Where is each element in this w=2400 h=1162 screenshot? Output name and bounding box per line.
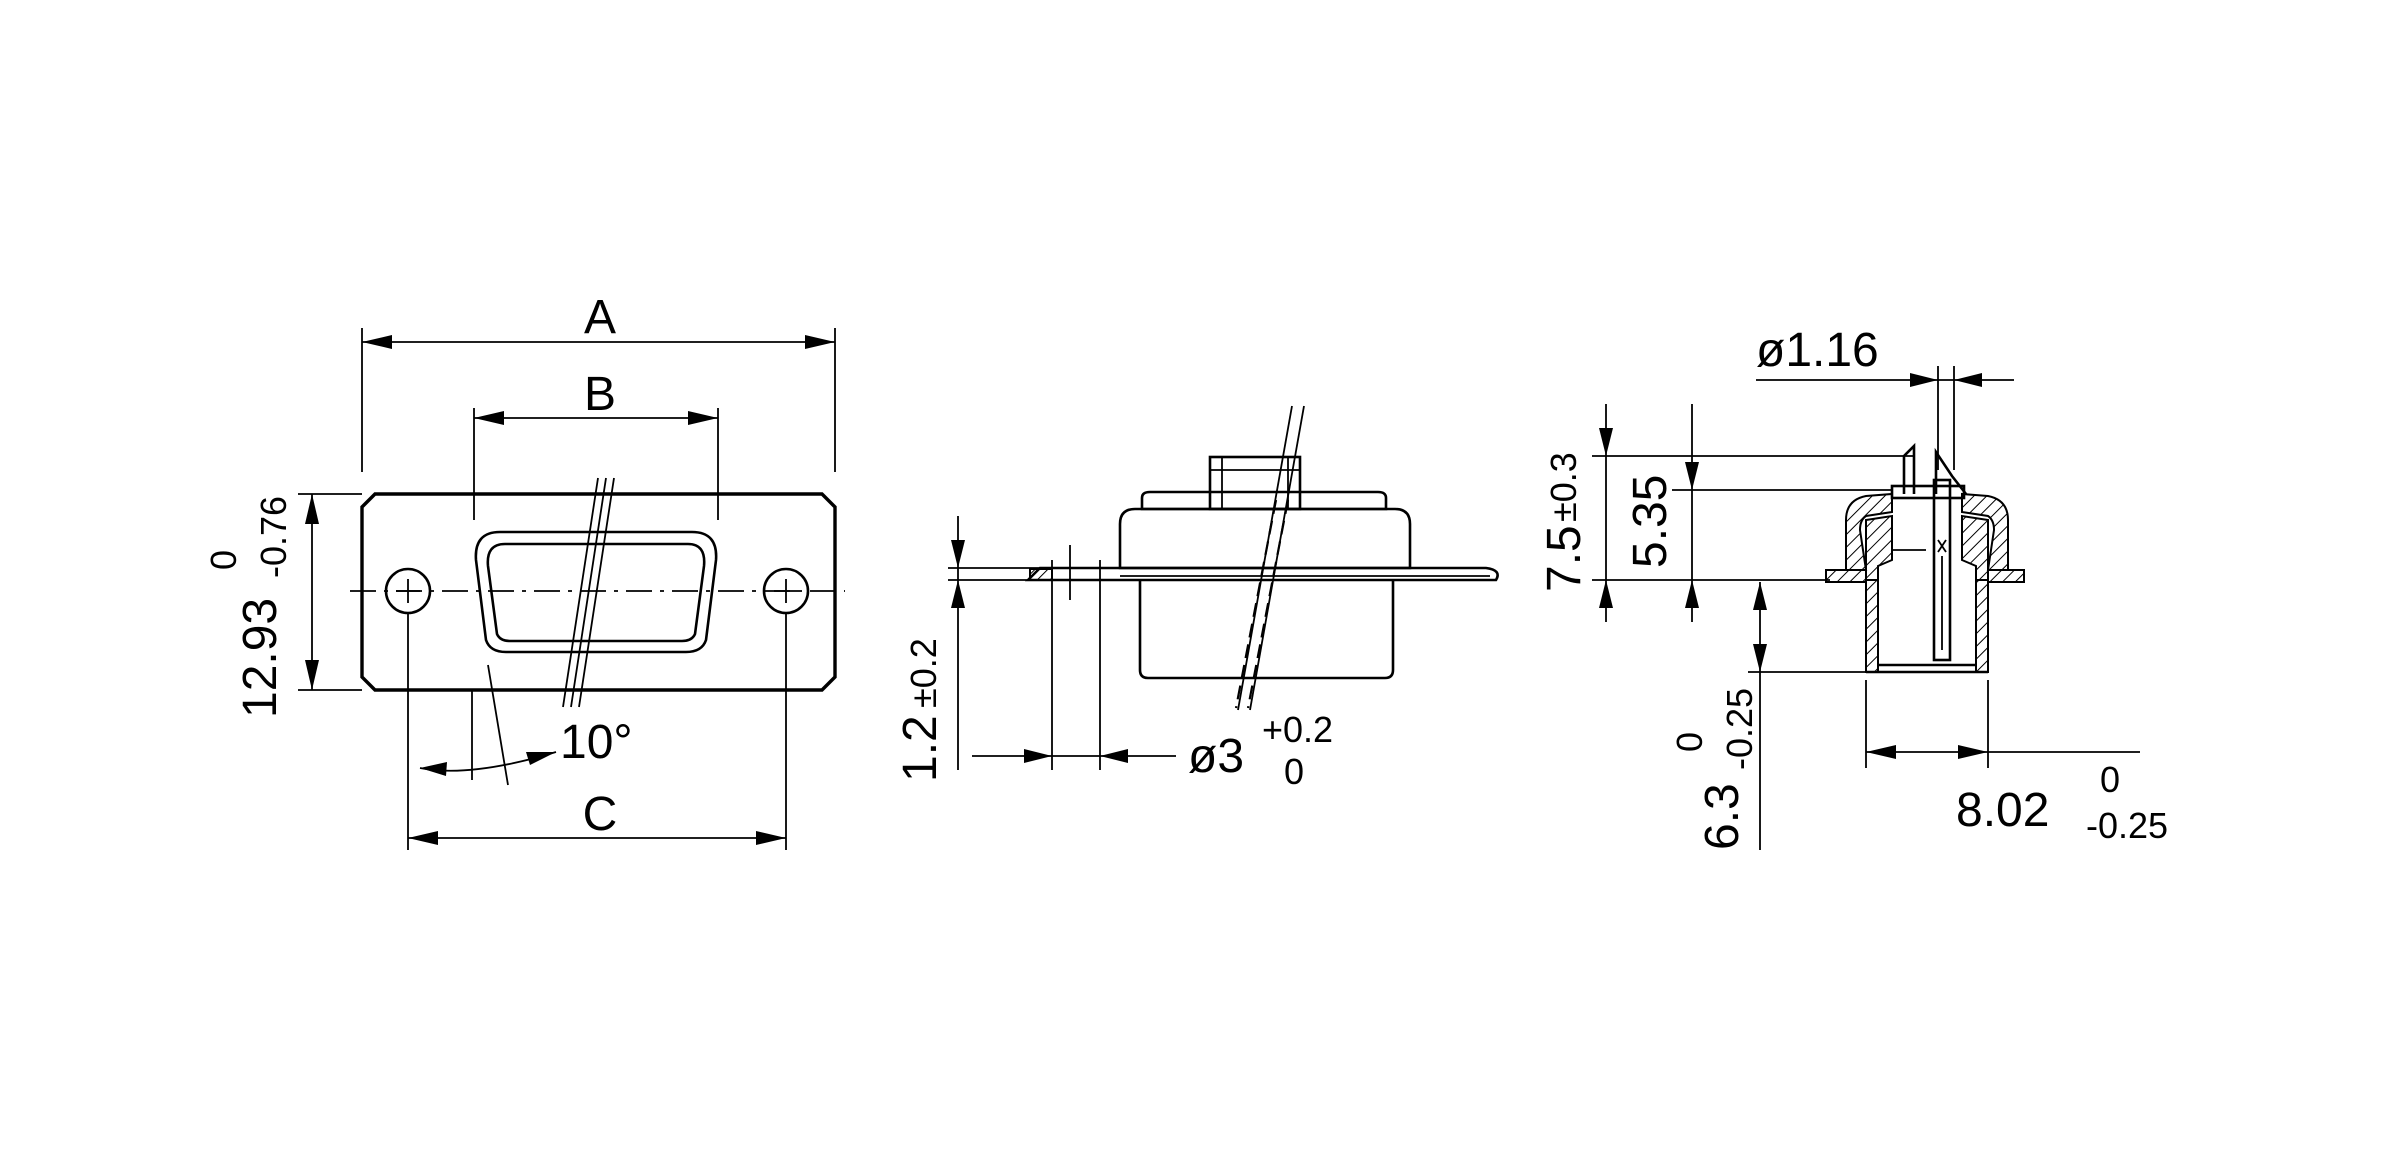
contact-pin [1932, 478, 1952, 662]
break-line [570, 477, 607, 708]
hole-tol-upper: +0.2 [1262, 709, 1333, 750]
dim-label-c: C [583, 788, 618, 841]
section-lower-left [1865, 579, 1879, 673]
section-lower-right [1975, 579, 1989, 673]
section-insulator [1865, 514, 1893, 581]
break-line [562, 477, 599, 708]
angle-label: 10° [560, 716, 633, 769]
section-upper-shell-r [1961, 492, 2009, 571]
width-tol-lower: -0.25 [2086, 805, 2168, 846]
section-view: ø1.16 7.5 ±0.3 5.35 6.3 0 -0.25 8.02 0 -… [1538, 324, 2168, 850]
pin-diameter: ø1.16 [1756, 324, 1879, 377]
hole-tol-lower: 0 [1284, 751, 1304, 792]
flange-value: 1.2 [894, 715, 947, 782]
flange-outline [360, 492, 837, 692]
overall-value: 7.5 [1538, 525, 1591, 592]
height-tol-upper: 0 [203, 550, 244, 570]
lower-tol-lower: -0.25 [1719, 688, 1760, 770]
height-tol-lower: -0.76 [253, 496, 294, 578]
width-tol-upper: 0 [2100, 759, 2120, 800]
side-flange [1024, 566, 1499, 582]
flange-bolt [1029, 568, 1053, 581]
lower-tol-upper: 0 [1669, 732, 1710, 752]
hole-value: ø3 [1188, 730, 1244, 783]
dim-label-a: A [584, 291, 616, 344]
dim-label-b: B [584, 368, 616, 421]
section-upper-shell [1845, 492, 1893, 571]
overall-tol: ±0.3 [1543, 452, 1584, 522]
mid-body [1118, 507, 1412, 570]
section-insulator-r [1961, 514, 1989, 581]
height-value: 12.93 [234, 598, 287, 718]
lower-value: 6.3 [1696, 783, 1749, 850]
upper-body [1140, 490, 1388, 511]
width-value: 8.02 [1956, 784, 2049, 837]
shell-inner [486, 542, 706, 643]
break-line [578, 477, 615, 708]
section-flange [1825, 569, 1867, 583]
shell-outer [474, 530, 718, 654]
flange-tol: ±0.2 [903, 638, 944, 708]
upper-value: 5.35 [1624, 475, 1677, 568]
side-view: 1.2 ±0.2 ø3 +0.2 0 [894, 405, 1499, 792]
section-flange-r [1987, 569, 2025, 583]
pin-tip-left [1902, 442, 1916, 494]
front-view: A B C 12.93 0 -0.76 10° [203, 291, 845, 850]
lower-body [1138, 580, 1395, 680]
